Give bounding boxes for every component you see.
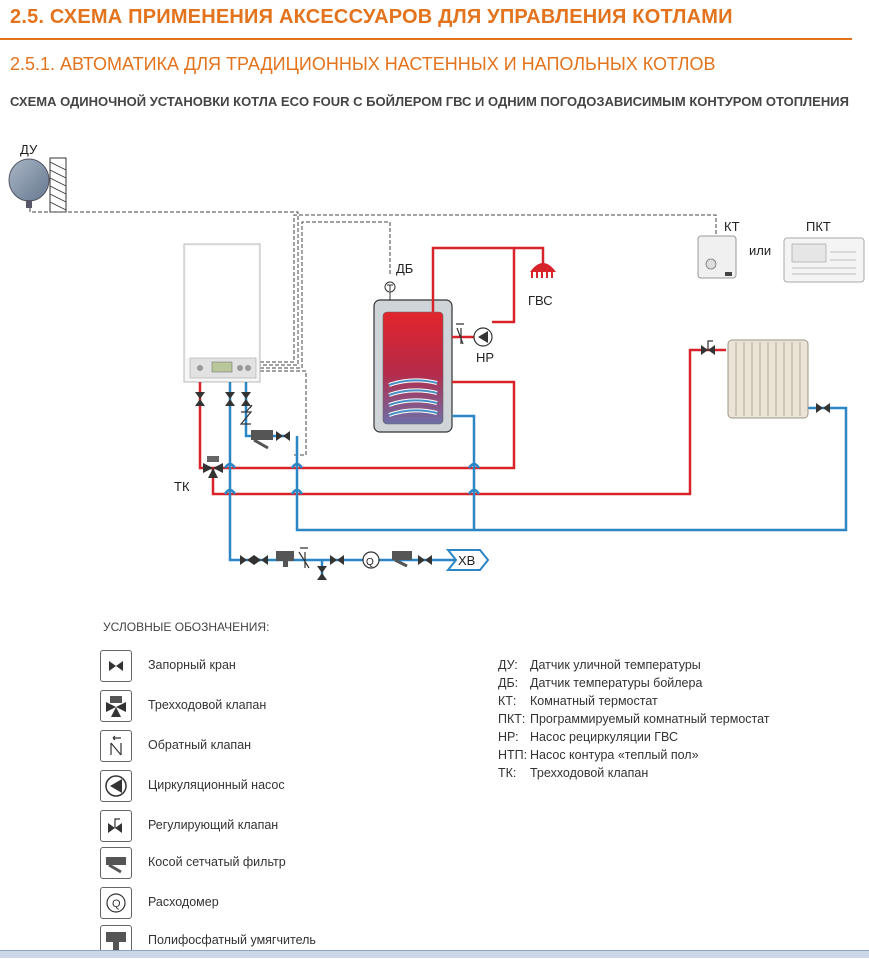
label-du: ДУ <box>20 142 38 157</box>
three-way-valve <box>203 456 223 478</box>
abbr-text: Насос рециркуляции ГВС <box>530 730 679 744</box>
boiler <box>183 243 261 383</box>
abbreviation-row: ТК: Трехходовой клапан <box>498 766 648 780</box>
regulating-valve <box>707 340 713 350</box>
programmable-thermostat <box>783 237 865 283</box>
recirculation-pump <box>473 327 493 347</box>
control-wires <box>29 208 717 456</box>
legend-label: Полифосфатный умягчитель <box>148 933 316 947</box>
legend-title: УСЛОВНЫЕ ОБОЗНАЧЕНИЯ: <box>103 620 270 634</box>
legend-label: Трехходовой клапан <box>148 698 267 712</box>
check-valve-icon <box>110 735 122 756</box>
cold-water-inlet <box>445 549 490 571</box>
label-tk: ТК <box>174 479 190 494</box>
polyphosphate-softener-icon <box>106 932 126 950</box>
abbr-text: Программируемый комнатный термостат <box>530 712 770 726</box>
svg-text:Q: Q <box>112 898 121 910</box>
legend-label: Косой сетчатый фильтр <box>148 855 286 869</box>
abbreviation-row: ДУ: Датчик уличной температуры <box>498 658 701 672</box>
tank-sensor <box>384 281 396 300</box>
shutoff-valve-icon <box>109 661 123 671</box>
flowmeter <box>362 551 380 569</box>
dhw-tank <box>373 299 453 433</box>
label-db: ДБ <box>396 261 413 276</box>
regulating-valve-icon <box>108 818 122 833</box>
scheme-title: СХЕМА ОДИНОЧНОЙ УСТАНОВКИ КОТЛА ECO FOUR… <box>10 94 849 109</box>
dhw-tap-icon <box>530 263 556 278</box>
legend-label: Расходомер <box>148 895 219 909</box>
abbr-text: Трехходовой клапан <box>530 766 649 780</box>
legend-label: Циркуляционный насос <box>148 778 285 792</box>
abbr-key: КТ: <box>498 694 517 708</box>
abbr-text: Комнатный термостат <box>530 694 658 708</box>
legend-label: Запорный кран <box>148 658 236 672</box>
section-title: 2.5. СХЕМА ПРИМЕНЕНИЯ АКСЕССУАРОВ ДЛЯ УП… <box>10 6 733 28</box>
pipe-crossings <box>223 462 481 495</box>
abbr-key: ПКТ: <box>498 712 526 726</box>
title-underline <box>0 38 852 40</box>
abbr-key: НР: <box>498 730 519 744</box>
label-ili: или <box>749 243 771 258</box>
flowmeter-icon: Q <box>106 893 126 913</box>
subsection-title: 2.5.1. АВТОМАТИКА ДЛЯ ТРАДИЦИОННЫХ НАСТЕ… <box>10 54 716 74</box>
abbr-key: ТК: <box>498 766 517 780</box>
flowmeter-symbol: Q <box>366 557 374 568</box>
window-bottom-bar <box>0 950 869 958</box>
abbr-key: ДБ: <box>498 676 519 690</box>
three-way-valve-icon <box>106 696 126 717</box>
room-thermostat <box>697 235 737 279</box>
legend-label: Регулирующий клапан <box>148 818 279 832</box>
label-np: НР <box>476 350 494 365</box>
check-valves <box>239 323 464 569</box>
outdoor-sensor <box>8 157 67 213</box>
circulation-pump-icon <box>105 775 127 797</box>
abbr-text: Датчик температуры бойлера <box>530 676 703 690</box>
shutoff-valves <box>195 345 830 580</box>
radiator <box>727 339 809 419</box>
abbr-text: Насос контура «теплый пол» <box>530 748 699 762</box>
abbreviation-row: ПКТ: Программируемый комнатный термостат <box>498 712 770 726</box>
abbreviation-row: НТП:Насос контура «теплый пол» <box>498 748 699 762</box>
label-xv: ХВ <box>458 553 475 568</box>
heating-scheme-diagram: ДУ ДБ <box>8 142 865 580</box>
abbreviation-row: НР: Насос рециркуляции ГВС <box>498 730 678 744</box>
abbreviation-row: ДБ: Датчик температуры бойлера <box>498 676 702 690</box>
label-pkt: ПКТ <box>806 219 831 234</box>
label-kt: КТ <box>724 219 740 234</box>
strainer-filter-icon <box>106 857 126 874</box>
strainer-filters <box>251 430 412 568</box>
abbr-key: ДУ: <box>498 658 518 672</box>
abbr-text: Датчик уличной температуры <box>530 658 701 672</box>
label-gvs: ГВС <box>528 293 553 308</box>
abbr-key: НТП: <box>498 748 528 762</box>
legend-label: Обратный клапан <box>148 738 252 752</box>
abbreviation-row: КТ: Комнатный термостат <box>498 694 658 708</box>
